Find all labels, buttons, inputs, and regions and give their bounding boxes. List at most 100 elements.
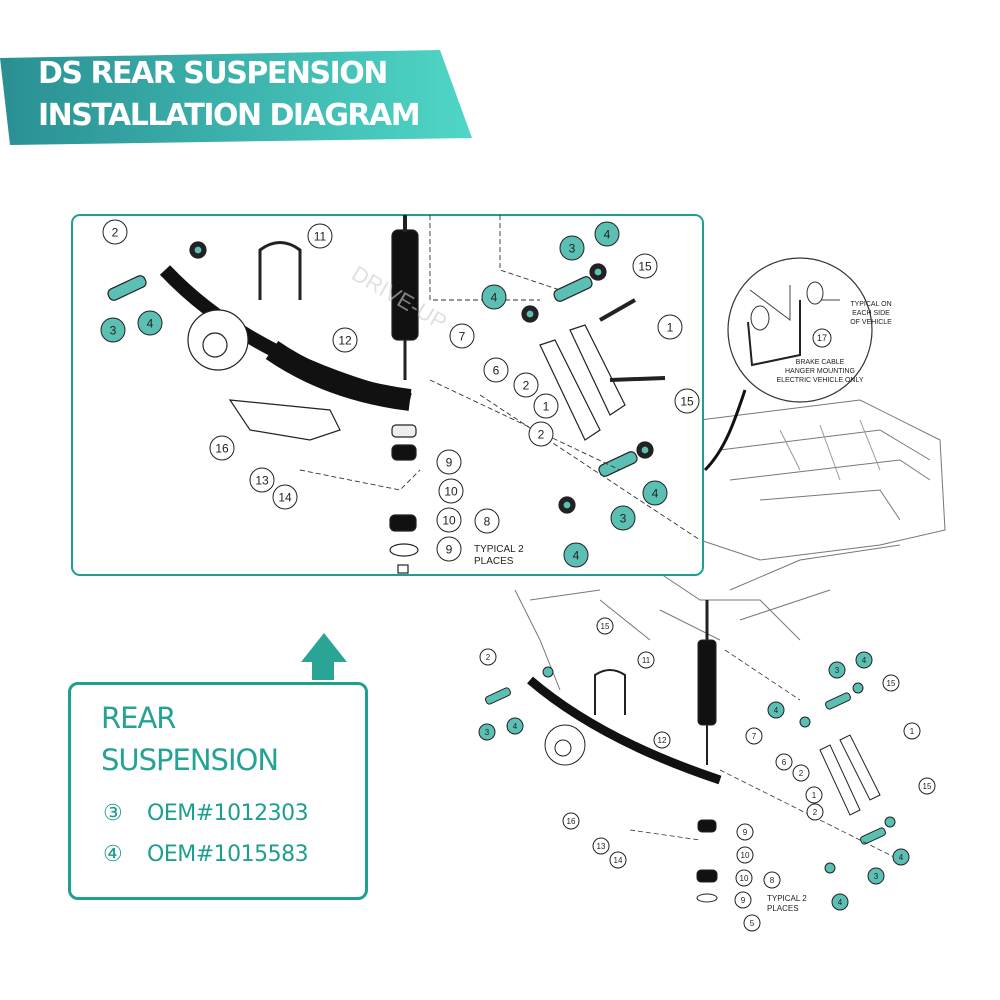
callout-4: 4 xyxy=(892,848,910,866)
main-parts xyxy=(485,600,901,903)
callout-1: 1 xyxy=(805,786,823,804)
callout-circle xyxy=(559,235,585,261)
callout-circle xyxy=(674,388,700,414)
callout-number: 3 xyxy=(485,728,490,737)
callout-circle xyxy=(745,727,763,745)
callout-circle xyxy=(272,484,298,510)
callout-circle xyxy=(474,508,500,534)
callout-circle xyxy=(528,421,554,447)
callout-circle xyxy=(734,891,752,909)
callout-4: 4 xyxy=(137,310,163,336)
legend-label: OEM#1012303 xyxy=(147,801,309,826)
callout-circle xyxy=(563,542,589,568)
callout-circle xyxy=(562,812,580,830)
callout-circle xyxy=(828,661,846,679)
callout-number: 5 xyxy=(750,919,755,928)
callout-circle xyxy=(592,837,610,855)
callout-circle xyxy=(307,223,333,249)
callout-8: 8 xyxy=(474,508,500,534)
callout-12: 12 xyxy=(332,327,358,353)
callout-number: 3 xyxy=(835,666,840,675)
callout-10: 10 xyxy=(735,869,753,887)
callout-number: 12 xyxy=(338,333,352,347)
callout-7: 7 xyxy=(745,727,763,745)
callout-2: 2 xyxy=(479,648,497,666)
callout-1: 1 xyxy=(657,314,683,340)
callout-circle xyxy=(855,651,873,669)
callout-number: 6 xyxy=(782,758,787,767)
callout-number: 4 xyxy=(573,548,580,562)
callout-number: 4 xyxy=(899,853,904,862)
callout-number: 3 xyxy=(569,241,576,255)
callout-number: 15 xyxy=(680,394,694,408)
callout-circle xyxy=(736,823,754,841)
callout-number: 2 xyxy=(112,225,119,239)
callout-circle xyxy=(775,753,793,771)
callout-circle xyxy=(642,480,668,506)
callout-number: 4 xyxy=(838,898,843,907)
callout-number: 3 xyxy=(874,872,879,881)
callout-number: 2 xyxy=(486,653,491,662)
callout-number: 1 xyxy=(667,320,674,334)
callout-number: 7 xyxy=(459,329,466,343)
callout-10: 10 xyxy=(436,507,462,533)
callout-3: 3 xyxy=(559,235,585,261)
callout-circle xyxy=(209,435,235,461)
callout-number: 2 xyxy=(799,769,804,778)
callout-11: 11 xyxy=(637,651,655,669)
inset-parts xyxy=(107,215,701,574)
callout-3: 3 xyxy=(867,867,885,885)
callout-number: 4 xyxy=(604,227,611,241)
callout-circle xyxy=(736,846,754,864)
callout-number: 14 xyxy=(278,490,292,504)
callout-number: 15 xyxy=(923,782,932,791)
callout-2: 2 xyxy=(528,421,554,447)
callout-14: 14 xyxy=(272,484,298,510)
legend-label: OEM#1015583 xyxy=(147,842,309,867)
legend-symbol: ③ xyxy=(103,801,123,826)
callout-circle xyxy=(449,323,475,349)
legend-item: ③ OEM#1012303 xyxy=(103,801,309,826)
callout-13: 13 xyxy=(249,467,275,493)
callout-15: 15 xyxy=(596,617,614,635)
callout-circle xyxy=(609,851,627,869)
callout-3: 3 xyxy=(100,317,126,343)
brake-cable xyxy=(703,389,747,472)
callout-circle xyxy=(594,221,620,247)
callout-15: 15 xyxy=(918,777,936,795)
callout-number: 2 xyxy=(523,378,530,392)
callout-number: 11 xyxy=(314,229,327,243)
callout-circle xyxy=(506,717,524,735)
callout-9: 9 xyxy=(436,536,462,562)
callout-circle xyxy=(102,219,128,245)
callout-11: 11 xyxy=(307,223,333,249)
callout-number: 7 xyxy=(752,732,757,741)
title-line-2: INSTALLATION DIAGRAM xyxy=(38,98,421,133)
callout-circle xyxy=(483,357,509,383)
legend-title-line-1: REAR xyxy=(101,701,176,735)
inset-typical-note: TYPICAL 2 PLACES xyxy=(474,544,524,567)
callout-circle xyxy=(436,449,462,475)
callout-circle xyxy=(438,478,464,504)
callout-circle xyxy=(812,328,832,348)
callout-6: 6 xyxy=(775,753,793,771)
callout-number: 4 xyxy=(774,706,779,715)
callout-number: 10 xyxy=(444,484,458,498)
callout-number: 4 xyxy=(147,316,154,330)
callout-17: 17 xyxy=(812,328,832,348)
callout-circle xyxy=(657,314,683,340)
callout-number: 13 xyxy=(255,473,269,487)
callout-circle xyxy=(479,648,497,666)
callout-circle xyxy=(332,327,358,353)
callout-number: 1 xyxy=(543,399,550,413)
callout-number: 9 xyxy=(446,542,453,556)
callout-circle xyxy=(137,310,163,336)
callout-number: 13 xyxy=(597,842,606,851)
callout-number: 10 xyxy=(740,874,749,883)
callout-circle xyxy=(882,674,900,692)
callout-circle xyxy=(249,467,275,493)
callout-number: 4 xyxy=(513,722,518,731)
callout-7: 7 xyxy=(449,323,475,349)
